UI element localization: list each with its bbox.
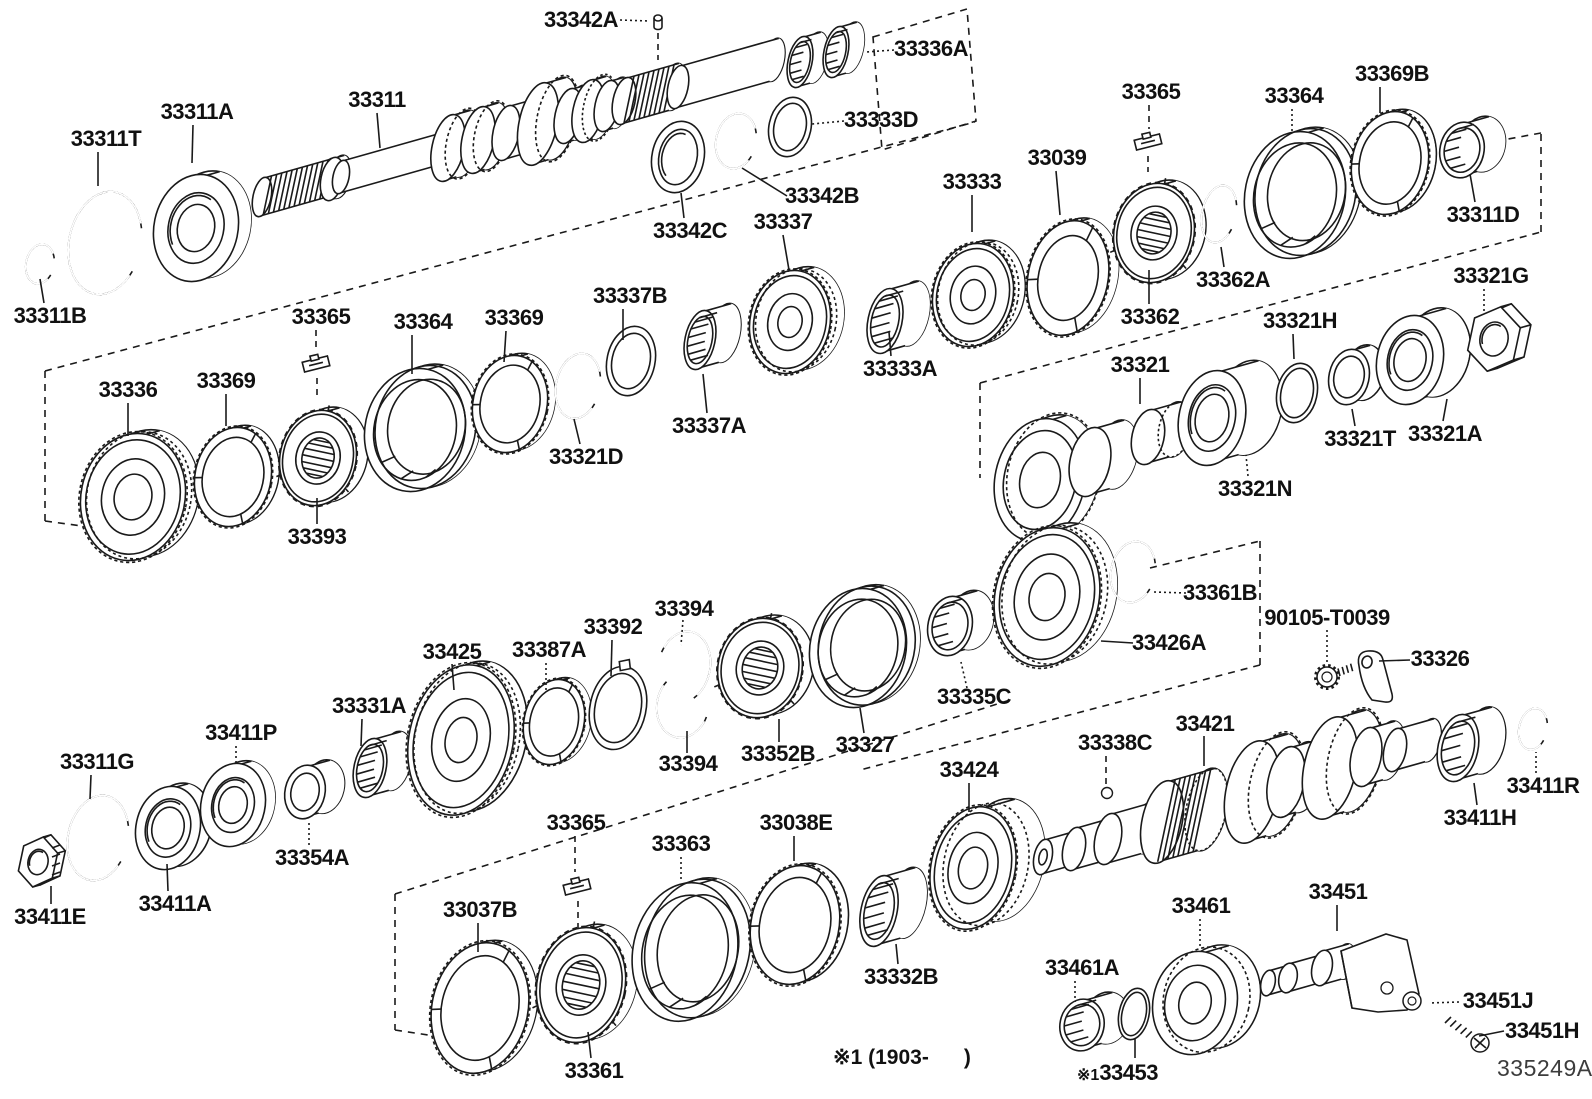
part-label-33333d: 33333D [843,107,919,132]
parts-art [17,14,1549,1077]
part-label-90105-t0039: 90105-T0039 [1264,605,1390,630]
part-label-33369-mid: 33369 [484,305,544,330]
part-label-33321: 33321 [1110,352,1170,377]
part-label-33338c: 33338C [1077,730,1153,755]
part-label-33387a: 33387A [511,637,587,662]
group-boxes [44,7,1542,1039]
part-label-33039: 33039 [1027,145,1087,170]
part-label-33321h: 33321H [1262,308,1338,333]
part-label-33352b: 33352B [740,741,816,766]
part-label-33365-top: 33365 [1121,79,1181,104]
part-label-33331a: 33331A [331,693,407,718]
part-label-33311g: 33311G [59,749,135,774]
part-label-33451h: 33451H [1504,1018,1580,1043]
part-label-33321t: 33321T [1324,426,1396,451]
part-label-33354a: 33354A [274,845,350,870]
part-label-33336a: 33336A [893,36,969,61]
part-label-33362a: 33362A [1195,267,1271,292]
part-label-33311t: 33311T [70,126,142,151]
part-label-33393: 33393 [287,524,347,549]
part-label-33411r: 33411R [1506,773,1580,798]
part-label-33038e: 33038E [759,810,833,835]
part-label-33394-top: 33394 [654,596,714,621]
part-label-33333a: 33333A [862,356,938,381]
part-label-33426a: 33426A [1131,630,1207,655]
part-label-33365-bottom: 33365 [546,810,606,835]
part-label-33411e: 33411E [14,904,86,929]
part-label-33392: 33392 [583,614,643,639]
part-label-33321d: 33321D [548,444,624,469]
part-label-33326: 33326 [1410,646,1470,671]
part-label-33369b: 33369B [1354,61,1430,86]
part-label-33411h: 33411H [1443,805,1517,830]
part-label-33364-top: 33364 [1264,83,1324,108]
footnote-mark: ※1 [1077,1067,1100,1084]
part-label-33342c: 33342C [652,218,728,243]
part-label-33342b: 33342B [784,183,860,208]
part-label-33037b: 33037B [442,897,518,922]
part-label-33363: 33363 [651,831,711,856]
part-label-33394-bottom: 33394 [658,751,718,776]
part-label-33365-mid: 33365 [291,304,351,329]
part-label-33311d: 33311D [1446,202,1520,227]
part-label-33424: 33424 [939,757,999,782]
part-label-33311: 33311 [348,87,406,112]
part-label-33337b: 33337B [592,283,668,308]
part-label-33311b: 33311B [13,303,87,328]
part-label-33337: 33337 [753,209,813,234]
part-label-33425: 33425 [422,639,482,664]
part-label-33336: 33336 [98,377,158,402]
part-label-33453: ※133453 [1077,1060,1158,1085]
part-label-33411a: 33411A [138,891,212,916]
part-label-33461a: 33461A [1044,955,1120,980]
part-label-33321a: 33321A [1407,421,1483,446]
part-label-33327: 33327 [835,732,895,757]
part-label-33335c: 33335C [936,684,1012,709]
part-label-33369-left: 33369 [196,368,256,393]
part-label-33451: 33451 [1308,879,1368,904]
figure-code: 335249A [1497,1055,1592,1081]
part-label-33421: 33421 [1175,711,1235,736]
part-label-33342a: 33342A [543,7,619,32]
part-label-33321g: 33321G [1453,263,1529,288]
part-label-33461: 33461 [1171,893,1231,918]
part-label-33362: 33362 [1120,304,1180,329]
part-label-33333: 33333 [942,169,1002,194]
footnote-production-period: ※1 (1903- ) [833,1046,971,1069]
part-label-33361b: 33361B [1182,580,1258,605]
part-label-33332b: 33332B [863,964,939,989]
leader-lines [39,19,1537,1059]
part-label-33451j: 33451J [1462,988,1534,1013]
part-label-33411p: 33411P [205,720,277,745]
part-label-33321n: 33321N [1217,476,1293,501]
part-label-33364-mid: 33364 [393,309,453,334]
part-label-33311a: 33311A [160,99,234,124]
part-label-33337a: 33337A [671,413,747,438]
part-label-33361: 33361 [564,1058,624,1083]
